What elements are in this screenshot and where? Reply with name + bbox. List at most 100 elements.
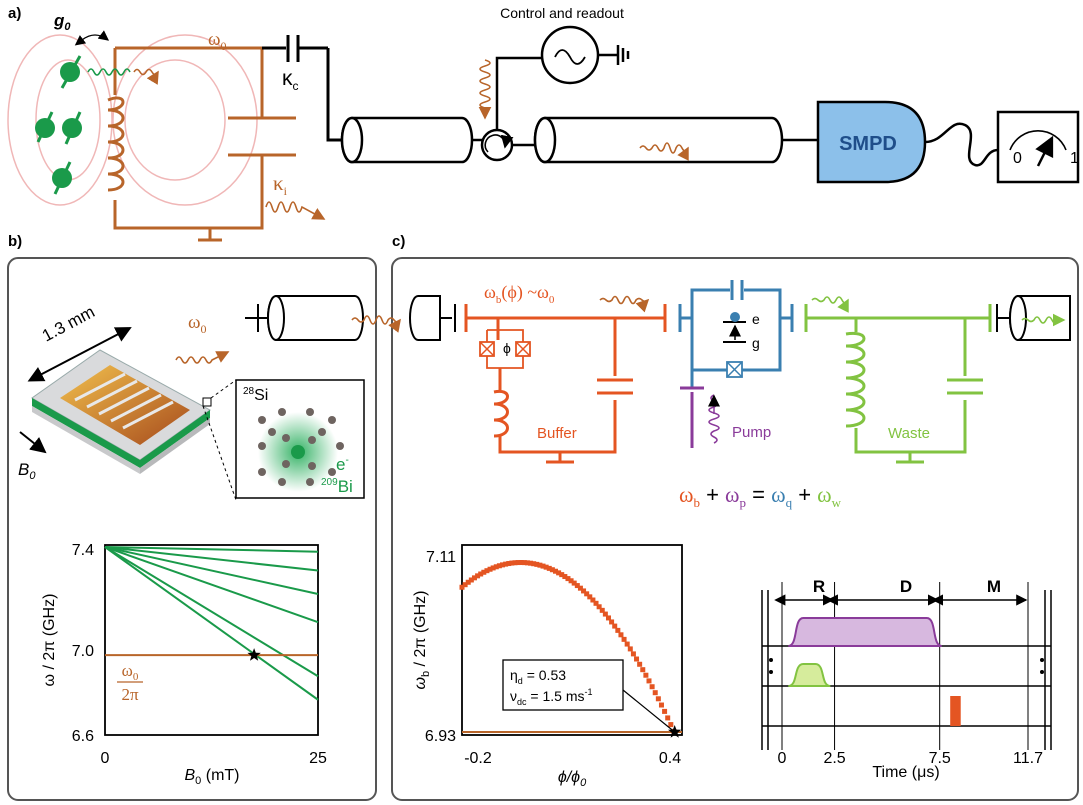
buffer-frequency-point [640,667,646,673]
chart-b-ytick: 7.4 [72,542,94,559]
qubit-levels [723,312,746,343]
buffer-frequency-point [637,661,643,667]
counter-meter [996,110,1080,184]
panel-c-label: c) [392,233,405,250]
chart-b-ylabel: ω / 2π (GHz) [41,594,58,687]
zoom-line-1 [202,405,237,501]
phase-label: D [900,577,912,596]
buffer-frequency-point [621,636,627,642]
buffer-frequency-point [468,577,474,583]
chart-c-ytick: 7.11 [426,549,456,566]
chart-c-annot-nu: νdc = 1.5 ms-1 [510,687,593,707]
panel-a: a) g0 [7,5,1080,242]
buffer-frequency-point [475,573,481,579]
excited-label: e [752,311,760,327]
meter-min: 0 [1013,150,1022,167]
buffer-frequency-point [537,562,543,568]
signal-source [540,25,630,85]
buffer-frequency-point [509,560,515,566]
panel-c: c) [245,233,1079,801]
timing-xtick: 0 [778,750,787,767]
kappa-i-label: κi [273,171,288,198]
electron-label: e- [336,455,349,474]
buffer-frequency-point [612,623,618,629]
buffer-frequency-point [568,578,574,584]
buffer-frequency-point [655,696,661,702]
buffer-frequency-point [649,684,655,690]
buffer-frequency-point [465,579,471,585]
ellipsis-dot [769,670,773,674]
buffer-wave [599,295,650,313]
buffer-frequency-point [556,570,562,576]
operating-point-star [668,725,682,738]
buffer-frequency-point [665,715,671,721]
transition-line [104,546,319,553]
buffer-frequency-point [503,561,509,567]
buffer-frequency-point [590,597,596,603]
buffer-frequency-point [471,575,477,581]
pump-label: Pump [732,424,771,441]
buffer-frequency-point [462,582,468,588]
buffer-frequency-point [599,607,605,613]
buffer-frequency-point [596,604,602,610]
internal-loss-wave [265,201,326,220]
panel-a-label: a) [8,5,21,22]
chart-c-annotation-box [502,659,624,711]
smpd-output-wire [924,122,999,167]
smpd-label: SMPD [839,133,897,155]
ground-label: g [752,335,760,351]
buffer-frequency-point [602,611,608,617]
buffer-frequency-point [487,566,493,572]
buffer-frequency-point [549,567,555,573]
buffer-freq-label: ωb(ϕ) ~ω0 [484,282,555,306]
buffer-frequency-point [534,561,540,567]
coupling-label: g0 [53,11,71,33]
buffer-frequency-point [543,564,549,570]
buffer-frequency-point [593,600,599,606]
chart-c-annot-eta: ηd = 0.53 [510,667,566,686]
length-arrow [27,327,132,382]
waste-resonator [804,304,992,464]
buffer-frequency-point [500,562,506,568]
buffer-frequency-point [531,561,537,567]
timing-xtick: 2.5 [823,750,845,767]
buffer-frequency-point [540,563,546,569]
annotation-leader [622,689,676,733]
lattice-atoms [258,408,344,486]
timing-xtick: 7.5 [929,750,951,767]
chip-photon-wave [175,351,230,364]
buffer-frequency-point [609,619,615,625]
zoom-marker [202,397,212,407]
timing-xlabel: Time (μs) [872,764,939,781]
transfer-wave [351,315,401,333]
waste-wave [811,296,849,313]
panel-c-frame [391,257,1079,801]
resonance-star [247,648,261,661]
chart-b-res-num: ω0 [122,661,139,683]
ellipsis-dot [1040,670,1044,674]
buffer-frequency-point [528,560,534,566]
resonator-freq-label: ω0 [208,29,227,53]
buffer-label: Buffer [537,425,577,442]
chip-omega-label: ω0 [188,312,207,336]
buffer-frequency-point [553,568,558,574]
buffer-frequency-point [627,646,633,652]
coupling-capacitor [262,35,345,142]
buffer-frequency-point [562,574,568,580]
buffer-frequency-point [658,702,664,708]
lc-resonator [107,46,296,242]
drive-wave [478,59,492,120]
buffer-frequency-point [512,560,518,566]
spin-transition-chart: 7.4 7.0 6.6 0 25 ω / 2π (GHz) B0 (mT) ω0… [41,542,327,787]
buffer-frequency-point [478,571,484,577]
chart-c-xtick: 0.4 [659,750,681,767]
circulator [480,56,542,162]
buffer-resonator [464,304,667,464]
coax-transfer [245,295,456,341]
buffer-frequency-point [565,576,571,582]
timing-xtick: 11.7 [1013,750,1043,767]
chart-c-ylabel: ωb / 2π (GHz) [412,591,432,690]
buffer-tuning-chart: 7.11 6.93 -0.2 0.4 ωb / 2π (GHz) ϕ/ϕ0 ηd… [412,544,683,789]
buffer-frequency-point [571,580,577,586]
